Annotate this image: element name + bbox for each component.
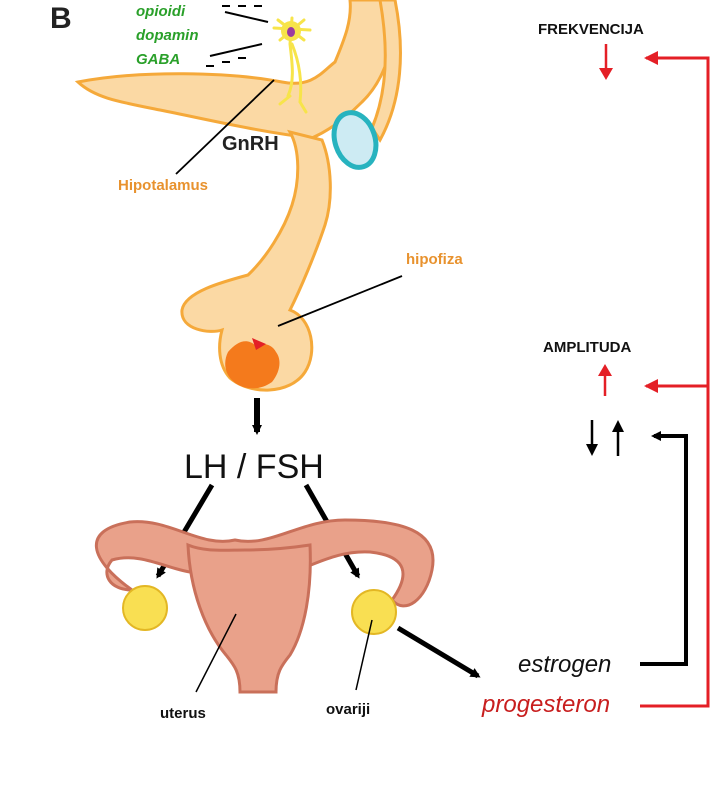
pituitary-label: hipofiza	[406, 251, 463, 268]
optic-chiasm	[331, 110, 379, 170]
ovary-right	[351, 589, 397, 635]
pituitary-stalk	[180, 129, 332, 392]
estrogen-feedback-loop	[640, 431, 688, 666]
amplitude-up-arrowhead	[598, 364, 612, 376]
uterus-illustration	[95, 518, 435, 694]
uterus-pointer	[195, 613, 237, 693]
inhibitor-gaba: GABA	[136, 51, 180, 68]
estrogen-up-arrowhead	[612, 420, 624, 432]
inhibition-marks	[206, 5, 269, 67]
gnrh-neuron	[272, 16, 312, 114]
brain-anatomy	[74, 0, 402, 392]
ovaries-label: ovariji	[326, 701, 370, 718]
ovary-to-steroids-arrow	[396, 625, 481, 679]
progesterone-feedback-loop	[640, 51, 710, 708]
pituitary-pointer	[277, 275, 403, 327]
inhibitor-dopamin: dopamin	[136, 27, 199, 44]
estrogen-label: estrogen	[518, 651, 611, 678]
uterus-body	[186, 542, 312, 694]
hypothalamus-pointer	[175, 79, 275, 175]
gnrh-label: GnRH	[222, 133, 279, 155]
ovary-left	[122, 585, 168, 631]
pituitary-red-marker	[252, 338, 266, 350]
estrogen-down-arrowhead	[586, 444, 598, 456]
amplitude-label: AMPLITUDA	[543, 339, 631, 356]
hypothalamus-label: Hipotalamus	[118, 177, 208, 194]
inhibitor-opioidi: opioidi	[136, 3, 186, 20]
ovary-pointer	[355, 619, 373, 691]
lh-fsh-label: LH / FSH	[184, 448, 324, 486]
frequency-down-arrowhead	[599, 68, 613, 80]
anterior-pituitary-core	[225, 341, 280, 389]
panel-letter: B	[50, 2, 72, 35]
uterus-label: uterus	[160, 705, 206, 722]
progesterone-label: progesteron	[481, 691, 610, 718]
frequency-label: FREKVENCIJA	[538, 21, 644, 38]
